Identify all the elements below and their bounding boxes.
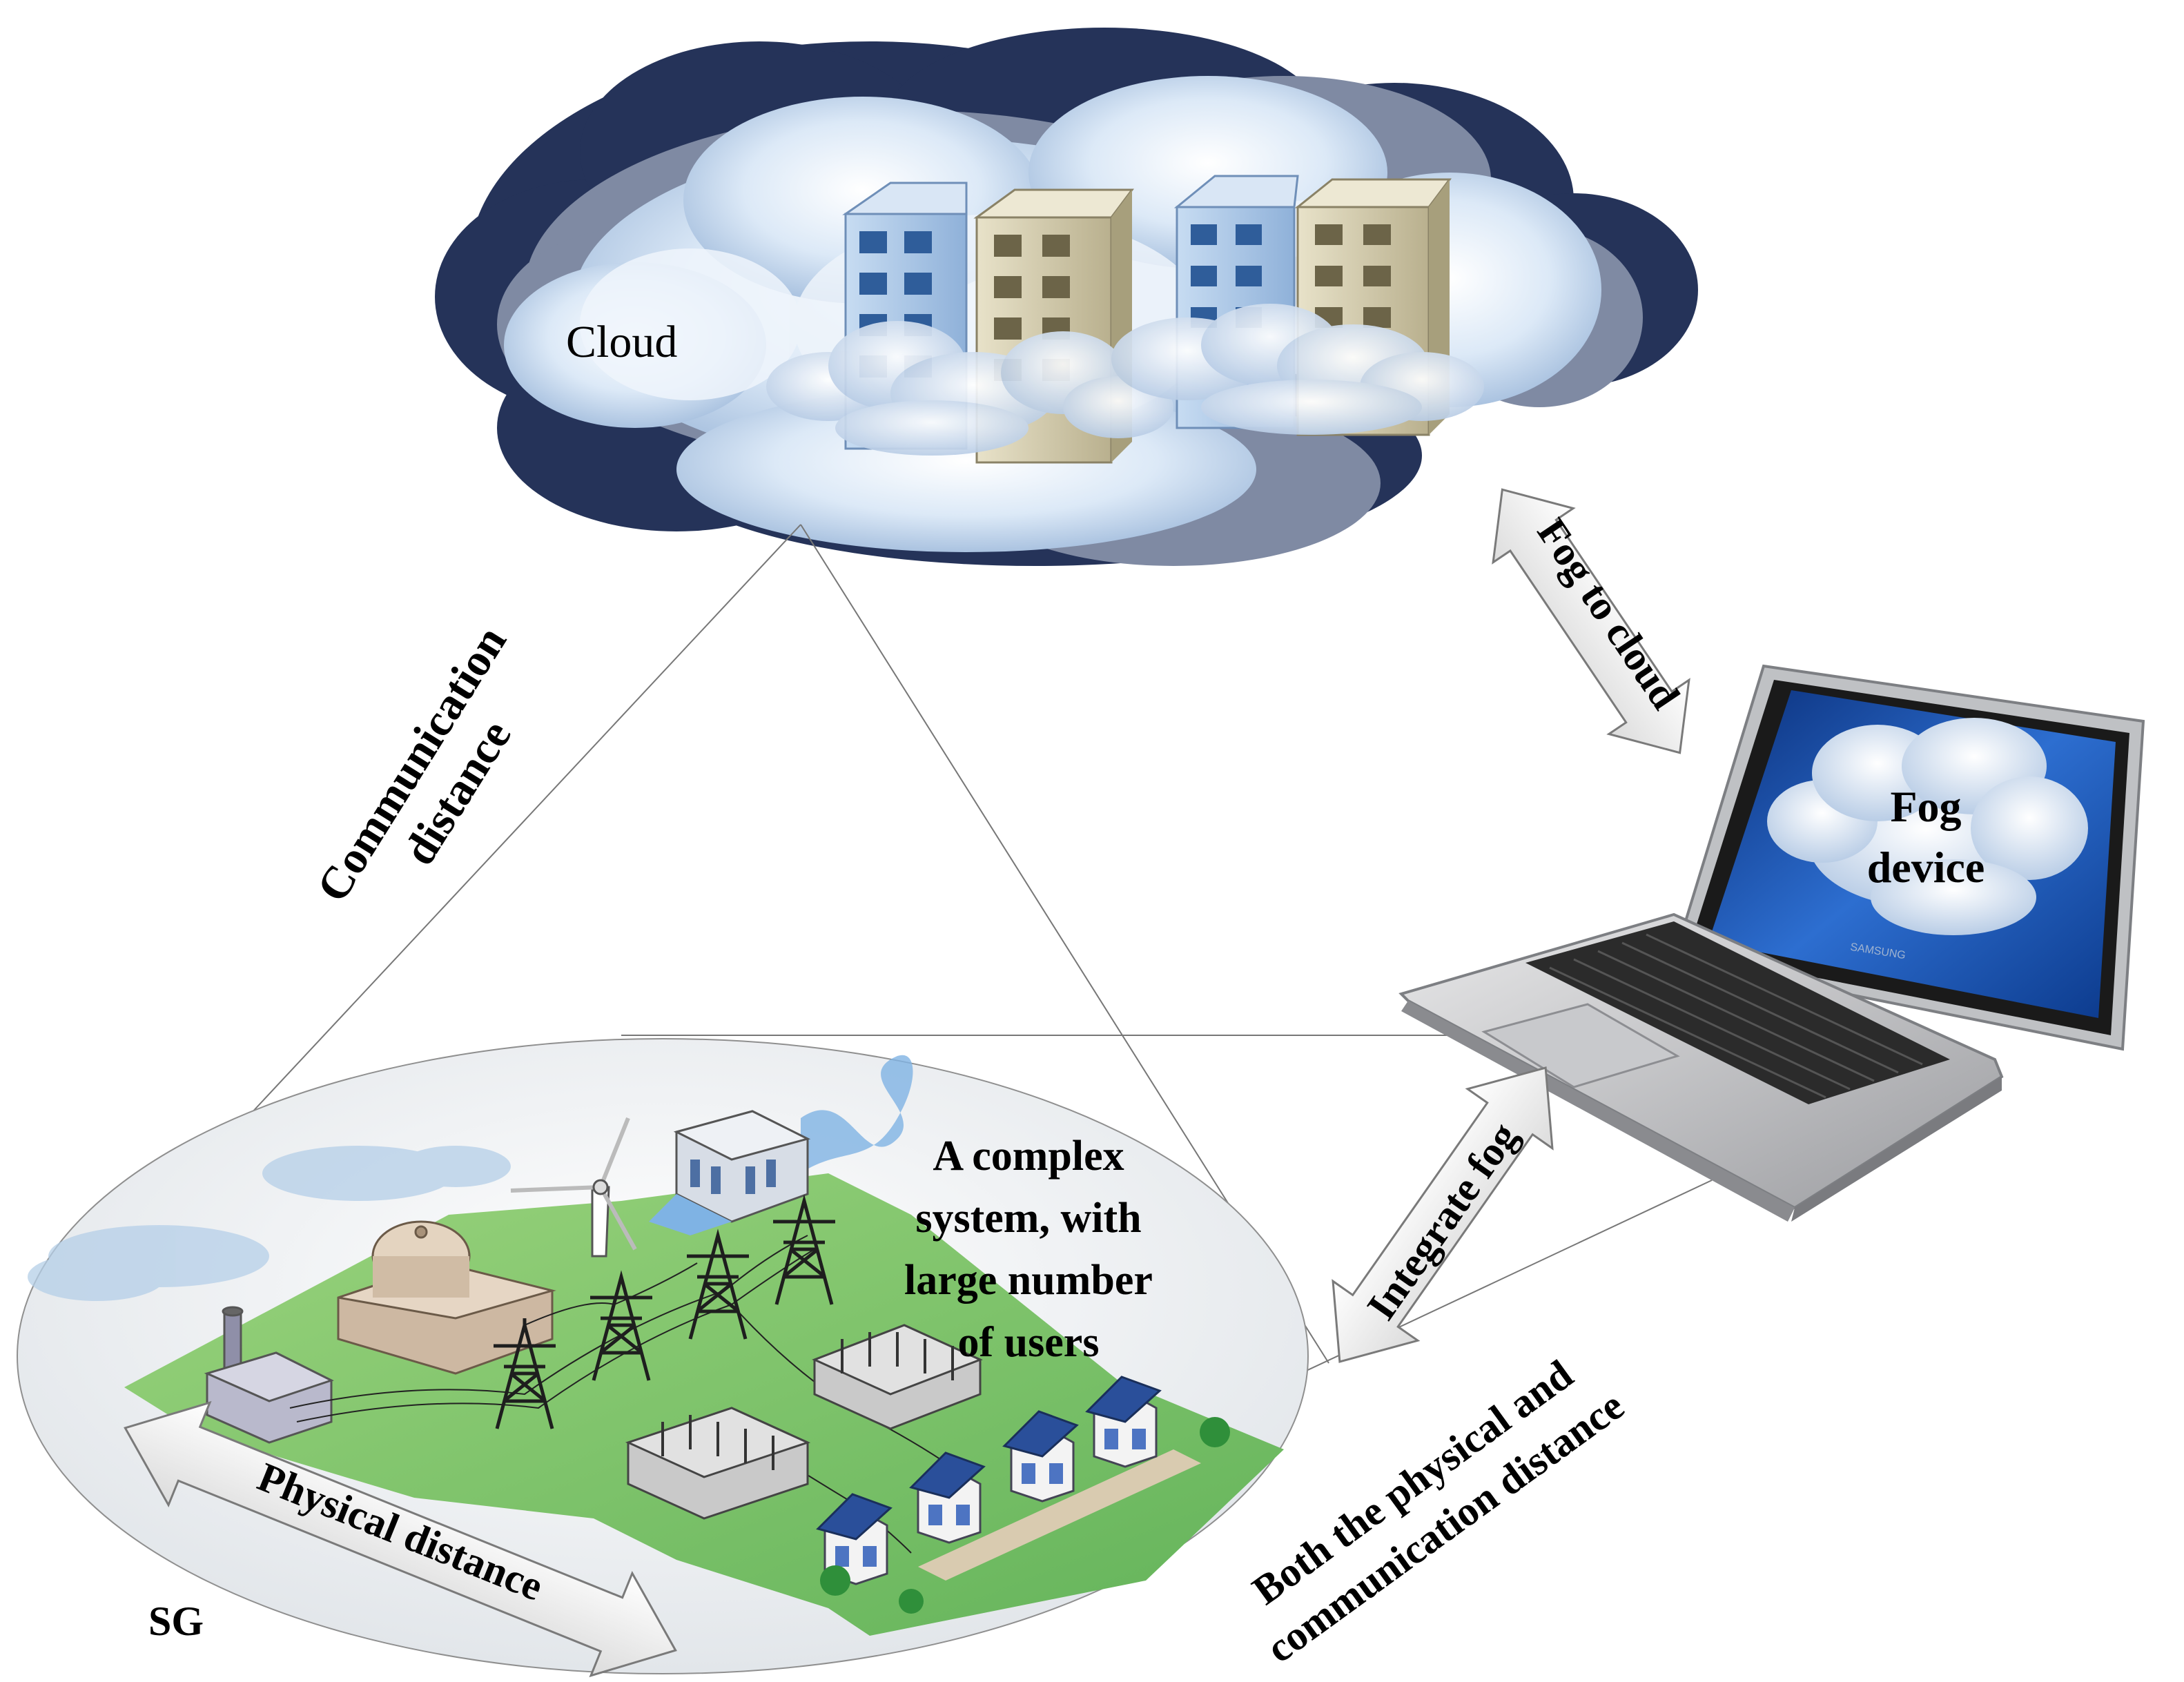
sidewalk xyxy=(918,1449,1201,1581)
tree-icon xyxy=(820,1417,1230,1614)
laptop-icon xyxy=(1398,664,2145,1222)
fog-device-label: Fog device xyxy=(1822,776,2029,898)
wind-turbine-icon xyxy=(510,1117,637,1258)
double-arrow-icon xyxy=(1332,1066,1554,1363)
house-solar-icon xyxy=(816,1376,1162,1585)
fog-device-line1: Fog xyxy=(1890,782,1962,831)
sg-label: SG xyxy=(148,1598,204,1644)
complex-system-line1: A complex xyxy=(933,1133,1124,1180)
data-center-building-icon xyxy=(766,175,1484,464)
cloud-label: Cloud xyxy=(566,317,678,367)
river xyxy=(801,1055,913,1173)
substation-icon xyxy=(625,1324,983,1520)
double-arrow-icon xyxy=(124,1400,677,1678)
complex-system-label: A complex system, with large number of u… xyxy=(884,1125,1173,1373)
fog-device-line2: device xyxy=(1866,843,1985,892)
complex-system-line4: of users xyxy=(957,1319,1100,1366)
hydro-dam-icon xyxy=(649,1110,811,1235)
double-arrow-icon xyxy=(1492,488,1690,754)
power-plant-icon xyxy=(204,1306,334,1444)
complex-system-line2: system, with xyxy=(915,1195,1142,1242)
scene-sky-clouds xyxy=(28,1146,511,1301)
transmission-tower-icon xyxy=(494,1194,835,1429)
complex-system-line3: large number xyxy=(904,1257,1153,1304)
